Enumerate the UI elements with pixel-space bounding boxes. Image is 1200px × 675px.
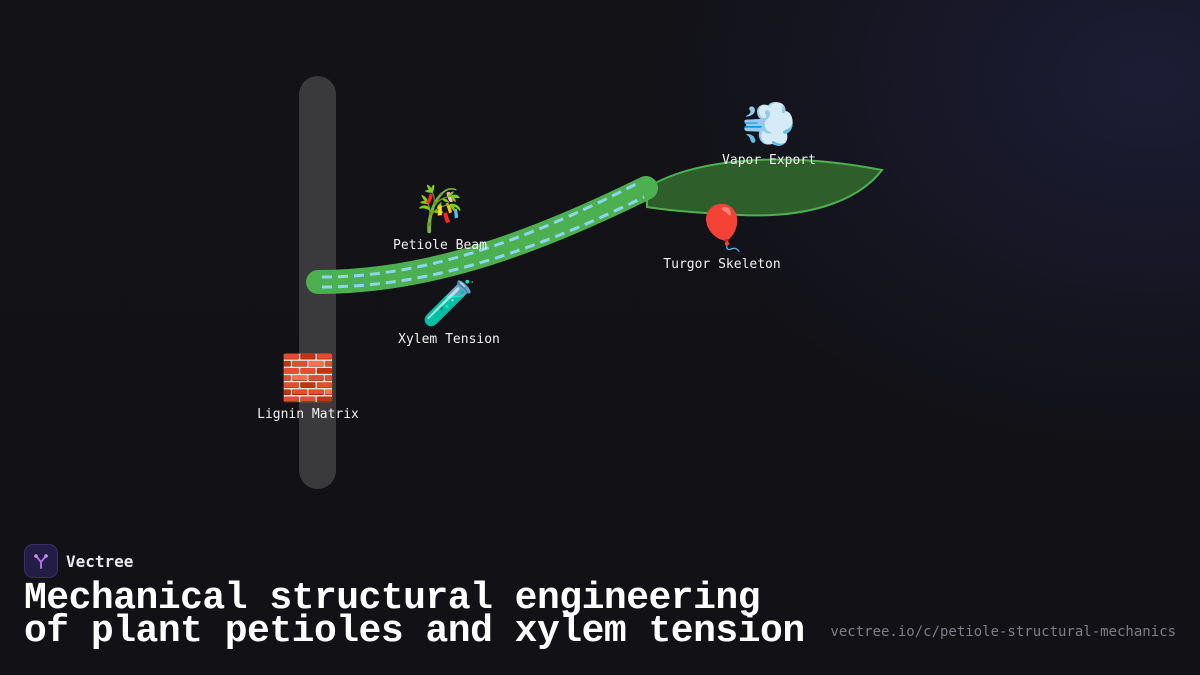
brand: Vectree <box>24 544 133 578</box>
petiole-path <box>306 176 658 294</box>
leaf-blade <box>646 158 884 217</box>
source-url[interactable]: vectree.io/c/petiole-structural-mechanic… <box>830 624 1176 640</box>
node-petiole-beam: 🎋 Petiole Beam <box>393 185 487 254</box>
node-label: Turgor Skeleton <box>663 257 781 272</box>
brick-icon: 🧱 <box>280 354 336 403</box>
vectree-logo-icon <box>24 544 58 578</box>
node-vapor-export: 💨 Vapor Export <box>722 100 816 169</box>
xylem-flow-line-lower <box>321 195 645 289</box>
balloon-icon: 🎈 <box>694 204 750 253</box>
node-xylem-tension: 🧪 Xylem Tension <box>398 279 500 348</box>
node-label: Lignin Matrix <box>257 407 359 422</box>
test-tube-icon: 🧪 <box>421 279 477 328</box>
dash-wind-icon: 💨 <box>741 100 797 149</box>
node-lignin-matrix: 🧱 Lignin Matrix <box>257 354 359 423</box>
page-title: Mechanical structural engineering of pla… <box>24 577 805 653</box>
tanabata-tree-icon: 🎋 <box>412 185 468 234</box>
node-label: Xylem Tension <box>398 332 500 347</box>
brand-name: Vectree <box>66 551 134 571</box>
xylem-flow-line-upper <box>321 180 641 279</box>
node-turgor-skeleton: 🎈 Turgor Skeleton <box>663 204 781 273</box>
node-label: Petiole Beam <box>393 238 487 253</box>
node-label: Vapor Export <box>722 153 816 168</box>
tree-branch-icon <box>34 554 48 569</box>
